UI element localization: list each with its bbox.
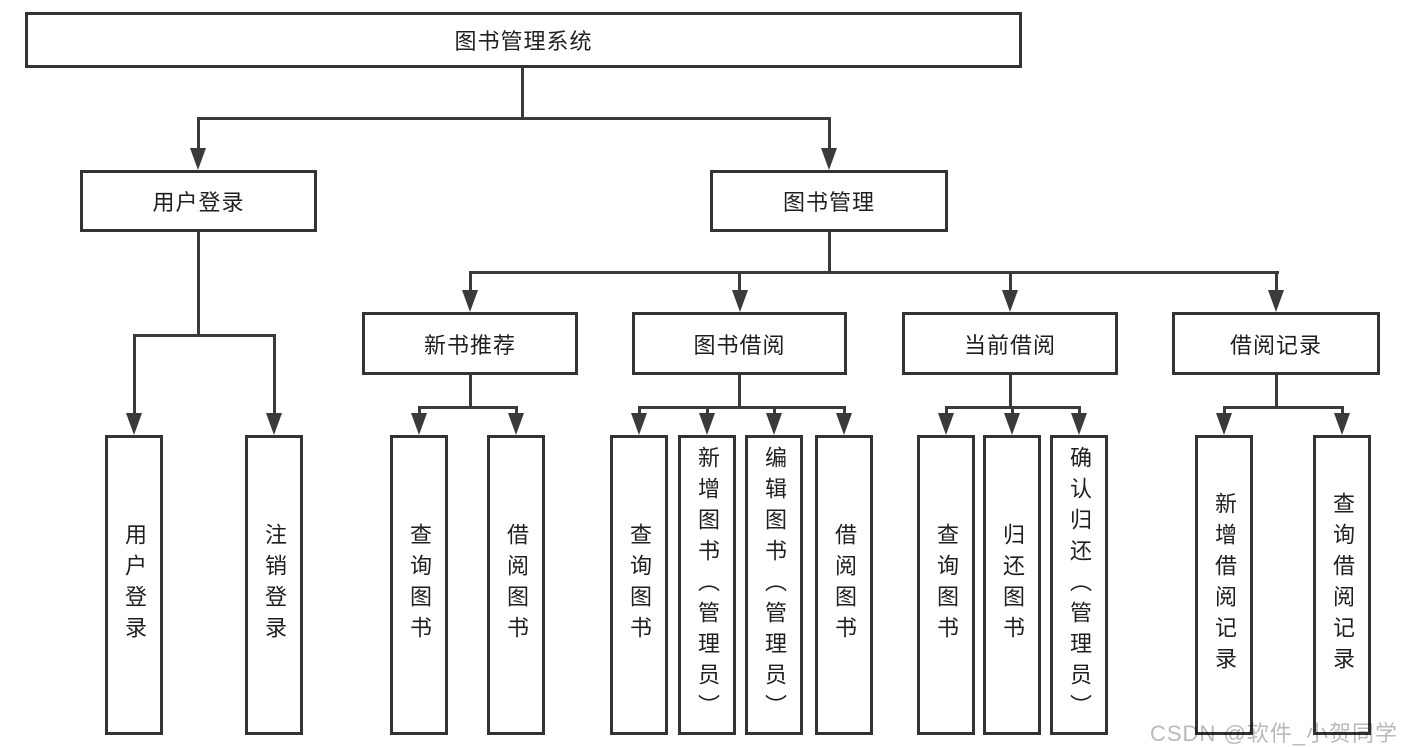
connector-line (417, 406, 518, 409)
leaf-borrow-books-1: 借阅图书 (487, 435, 545, 735)
connector-line (132, 335, 136, 415)
connector-line (417, 407, 421, 415)
connector-line (772, 407, 776, 415)
connector-line (468, 375, 472, 408)
connector-line (1077, 407, 1081, 415)
connector-line (705, 407, 709, 415)
connector-line (738, 272, 741, 292)
leaf-query-books-3: 查询图书 (917, 435, 975, 735)
node-label: 当前借阅 (963, 332, 1056, 358)
arrow-down-icon (126, 413, 142, 435)
connector-line (1222, 406, 1344, 409)
arrow-down-icon (462, 290, 478, 312)
node-borrowing-records: 借阅记录 (1172, 312, 1380, 375)
connector-line (272, 335, 276, 415)
arrow-down-icon (938, 413, 954, 435)
node-label: 新增图书（管理员） (695, 445, 720, 725)
node-label: 新书推荐 (423, 332, 516, 358)
connector-line (468, 271, 1279, 274)
arrow-down-icon (190, 148, 206, 170)
leaf-return-book: 归还图书 (983, 435, 1041, 735)
leaf-borrow-books-2: 借阅图书 (815, 435, 873, 735)
node-label: 查询图书 (934, 523, 959, 647)
node-book-borrowing: 图书借阅 (632, 312, 847, 375)
arrow-down-icon (731, 290, 748, 312)
arrow-down-icon (821, 148, 837, 170)
connector-line (196, 232, 200, 335)
node-label: 编辑图书（管理员） (762, 445, 787, 725)
node-label: 确认归还（管理员） (1067, 445, 1092, 725)
connector-line (944, 407, 948, 415)
arrow-down-icon (411, 413, 427, 435)
leaf-query-books-1: 查询图书 (390, 435, 448, 735)
node-current-borrowing: 当前借阅 (902, 312, 1118, 375)
arrow-down-icon (836, 413, 852, 435)
arrow-down-icon (631, 413, 647, 435)
node-user-login: 用户登录 (80, 170, 317, 232)
connector-line (738, 375, 741, 408)
connector-line (514, 407, 518, 415)
node-label: 查询借阅记录 (1330, 492, 1355, 678)
connector-line (196, 117, 831, 120)
node-label: 借阅图书 (832, 523, 857, 647)
node-label: 借阅图书 (504, 523, 529, 647)
arrow-down-icon (766, 413, 782, 435)
leaf-add-book-admin: 新增图书（管理员） (678, 435, 736, 735)
node-label: 图书管理 (782, 190, 875, 215)
leaf-edit-book-admin: 编辑图书（管理员） (745, 435, 803, 735)
connector-line (196, 118, 200, 150)
arrow-down-icon (508, 413, 524, 435)
node-label: 用户登录 (152, 190, 245, 215)
arrow-down-icon (699, 413, 715, 435)
connector-line (827, 232, 831, 274)
leaf-add-borrow-record: 新增借阅记录 (1195, 435, 1253, 735)
connector-line (132, 334, 276, 337)
connector-line (1274, 272, 1278, 292)
node-label: 图书管理系统 (454, 29, 593, 54)
arrow-down-icon (1216, 413, 1232, 435)
node-label: 借阅记录 (1229, 332, 1322, 358)
arrow-down-icon (266, 413, 282, 435)
leaf-query-books-2: 查询图书 (610, 435, 668, 735)
node-book-management: 图书管理 (710, 170, 948, 232)
leaf-logout: 注销登录 (245, 435, 303, 735)
leaf-user-login: 用户登录 (105, 435, 163, 735)
connector-line (1222, 407, 1226, 415)
leaf-query-borrow-record: 查询借阅记录 (1313, 435, 1371, 735)
connector-line (468, 272, 472, 292)
connector-line (1008, 375, 1012, 408)
node-label: 归还图书 (1000, 523, 1025, 647)
node-label: 用户登录 (122, 523, 147, 647)
connector-line (637, 407, 641, 415)
arrow-down-icon (1268, 290, 1284, 312)
node-label: 图书借阅 (693, 332, 786, 358)
connector-line (1010, 407, 1014, 415)
connector-line (827, 118, 831, 150)
node-label: 查询图书 (627, 523, 652, 647)
arrow-down-icon (1002, 290, 1018, 312)
connector-line (1340, 407, 1344, 415)
node-new-book-recommend: 新书推荐 (362, 312, 578, 375)
node-label: 新增借阅记录 (1212, 492, 1237, 678)
connector-line (842, 407, 846, 415)
arrow-down-icon (1334, 413, 1350, 435)
leaf-confirm-return-admin: 确认归还（管理员） (1050, 435, 1108, 735)
node-root-system: 图书管理系统 (25, 12, 1022, 68)
connector-line (637, 406, 846, 409)
arrow-down-icon (1004, 413, 1020, 435)
connector-line (520, 68, 524, 118)
connector-line (1274, 375, 1278, 408)
arrow-down-icon (1071, 413, 1087, 435)
connector-line (1008, 272, 1012, 292)
node-label: 注销登录 (262, 523, 287, 647)
node-label: 查询图书 (407, 523, 432, 647)
watermark: CSDN @软件_小贺同学 (1150, 721, 1399, 746)
